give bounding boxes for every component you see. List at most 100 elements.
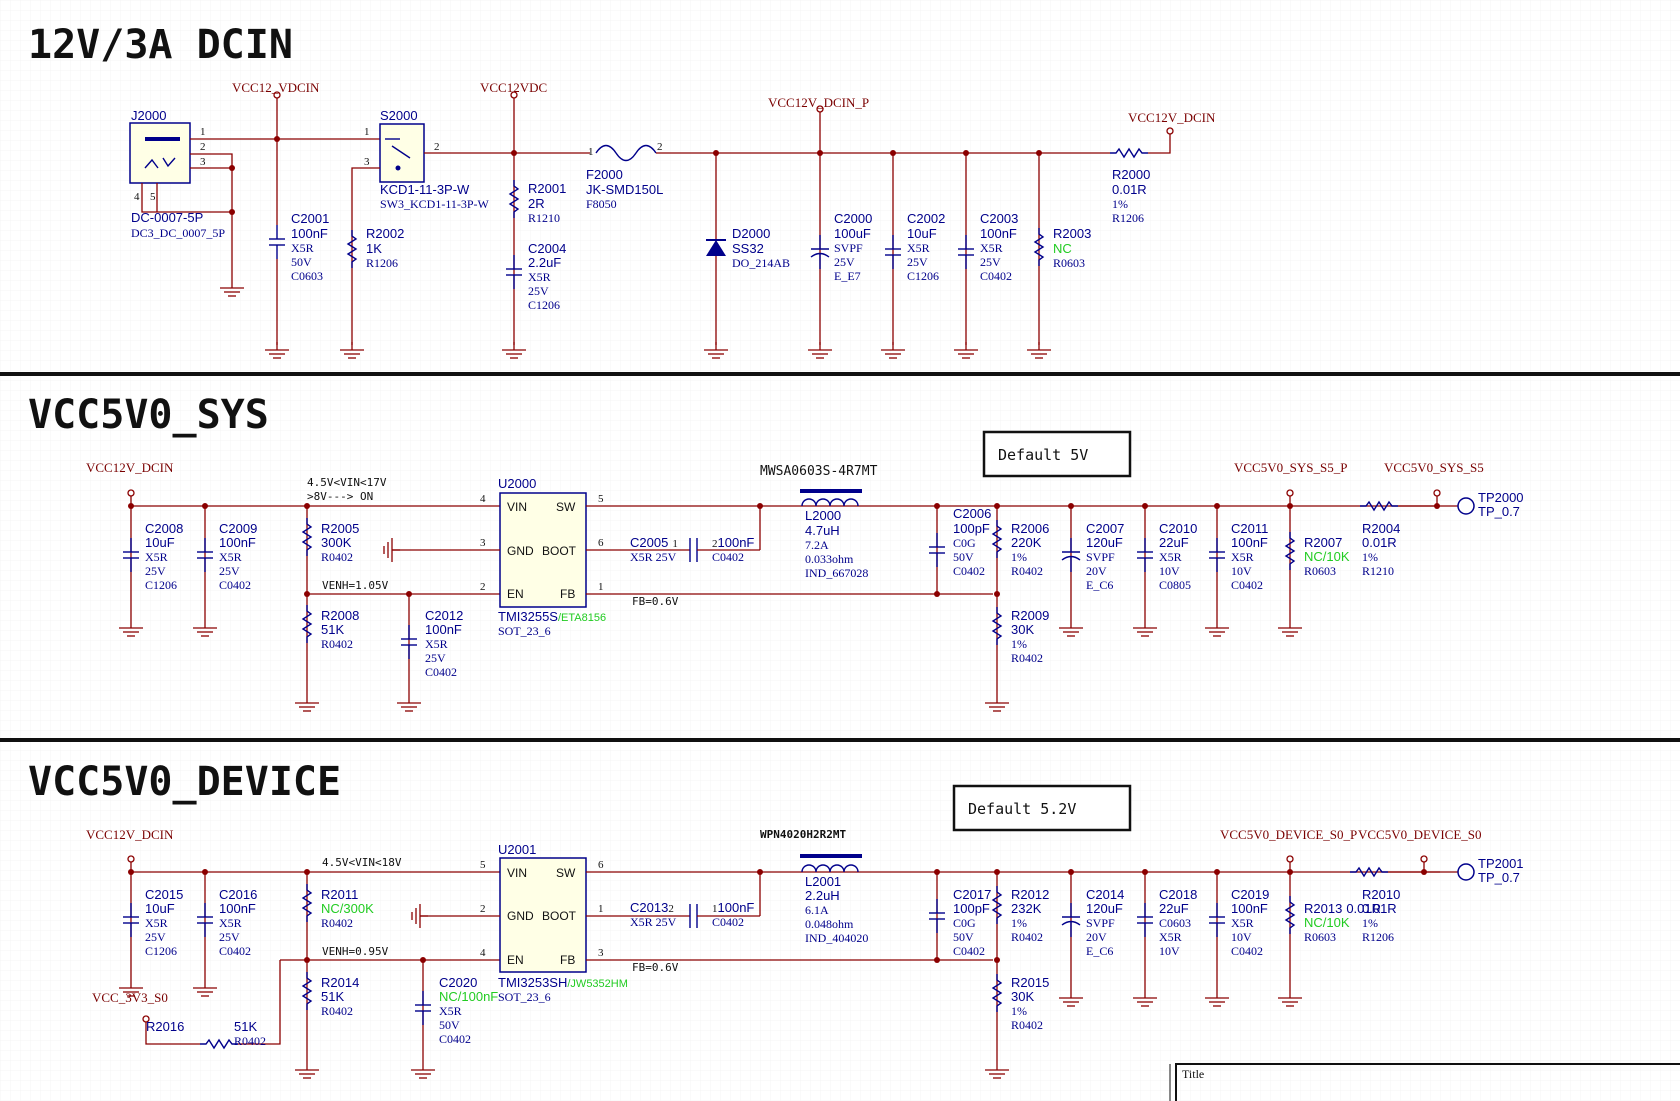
c2005-attr: C0402 [712, 550, 744, 564]
pin-label: 5 [150, 191, 156, 203]
u2000-pin-sw: SW [556, 500, 576, 514]
pin-label: 2 [434, 141, 440, 153]
wire [351, 167, 380, 345]
c2008-attr: 25V [145, 564, 166, 578]
c2013-attr: X5R 25V [630, 915, 677, 929]
junction-dot [817, 150, 823, 156]
c2004-value: 2.2uF [528, 255, 561, 270]
s2000-symbol [379, 123, 425, 183]
s2000-part: KCD1-11-3P-W [380, 182, 470, 197]
r2005-value: 300K [321, 535, 352, 550]
u2001-pin-boot: BOOT [542, 909, 577, 923]
r2003-value: NC [1053, 241, 1072, 256]
pin-label: 4 [480, 493, 486, 505]
wire [1148, 134, 1171, 154]
u2000-pin-gnd: GND [507, 544, 534, 558]
d2000-attr: DO_214AB [732, 256, 790, 270]
r2012-ref: R2012 [1011, 887, 1049, 902]
net-vcc12v-dcin-p: VCC12V_DCIN_P [768, 95, 869, 110]
r2003-ref: R2003 [1053, 226, 1091, 241]
net-vcc12v-dcin: VCC12V_DCIN [86, 460, 174, 475]
r2002-ref: R2002 [366, 226, 404, 241]
default-5v-box [982, 430, 1132, 478]
c2010-attr: X5R [1159, 550, 1182, 564]
c2003-ref: C2003 [980, 211, 1018, 226]
c2013-value: 1100nF [712, 900, 754, 915]
u2001-pin-gnd: GND [507, 909, 534, 923]
pin-label: 3 [200, 156, 206, 168]
c2015-attr: X5R [145, 916, 168, 930]
c2003-value: 100nF [980, 226, 1017, 241]
pin-label: 1 [588, 146, 594, 158]
c2000-attr: 25V [834, 255, 855, 269]
c2001-attr: 50V [291, 255, 312, 269]
c2012-value: 100nF [425, 622, 462, 637]
c2000-attr: SVPF [834, 241, 863, 255]
pin-label: 5 [480, 859, 486, 871]
r2010-attr: R1206 [1362, 930, 1394, 944]
d2000-ref: D2000 [732, 226, 770, 241]
r2008-ref: R2008 [321, 608, 359, 623]
c2019-attr: C0402 [1231, 944, 1263, 958]
tp2001-symbol [1457, 863, 1475, 881]
l2001-attr: 6.1A [805, 903, 829, 917]
c2009-attr: 25V [219, 564, 240, 578]
c2016-attr: C0402 [219, 944, 251, 958]
u2000-pin-en: EN [507, 587, 524, 601]
pin-label: 1 [712, 903, 718, 915]
c2006-ref: C2006 [953, 506, 991, 521]
c2019-ref: C2019 [1231, 887, 1269, 902]
c2015-value: 10uF [145, 901, 175, 916]
s2000-pivot [395, 165, 401, 171]
vcc5v0-sys-section: VCC12V_DCIN C2008 10uF X5R 25V C1206 C20… [86, 430, 1524, 712]
c2004-ref: C2004 [528, 241, 566, 256]
wire [238, 960, 281, 1045]
s2000-ref: S2000 [380, 108, 418, 123]
c2010-ref: C2010 [1159, 521, 1197, 536]
junction-dot [274, 136, 280, 142]
wire [145, 1032, 200, 1045]
vcc5v0-device-section: VCC12V_DCIN C2015 10uF X5R 25V C1206 C20… [86, 784, 1524, 1079]
note-fb: FB=0.6V [632, 961, 679, 974]
pin-label: 4 [134, 191, 140, 203]
r2013-value: 0.01R [1346, 901, 1381, 916]
pin-label: 6 [598, 859, 604, 871]
j2000-part: DC-0007-5P [131, 210, 203, 225]
r2005-attr: R0402 [321, 550, 353, 564]
r2014-value: 51K [321, 989, 344, 1004]
pin-label: 2 [200, 141, 206, 153]
c2020-attr: C0402 [439, 1032, 471, 1046]
u2000-pin-vin: VIN [507, 500, 527, 514]
c2005-attr: X5R 25V [630, 550, 677, 564]
r2016-ref: R2016 [146, 1019, 184, 1034]
r2002-value: 1K [366, 241, 382, 256]
s2000-footprint: SW3_KCD1-11-3P-W [380, 197, 490, 211]
r2010-ref: R2010 [1362, 887, 1400, 902]
c2010-attr: 10V [1159, 564, 1180, 578]
tp2000-symbol [1457, 497, 1475, 515]
c2011-attr: C0402 [1231, 578, 1263, 592]
d2000-symbol [706, 240, 726, 256]
l2000-ref: L2000 [805, 508, 841, 523]
r2006-ref: R2006 [1011, 521, 1049, 536]
s2000-lever [391, 145, 411, 159]
l2000-attr: 7.2A [805, 538, 829, 552]
l2001-attr: 0.048ohm [805, 917, 854, 931]
c2010-attr: C0805 [1159, 578, 1191, 592]
net-vcc-3v3-s0: VCC_3V3_S0 [92, 990, 168, 1005]
tp2000-value: TP_0.7 [1478, 504, 1520, 519]
net-vcc5v0-sys-s5-p: VCC5V0_SYS_S5_P [1234, 460, 1347, 475]
l2001-attr: IND_404020 [805, 931, 868, 945]
f2000-symbol [595, 144, 657, 162]
r2016-attr: R0402 [234, 1034, 266, 1048]
r2010-value: 0.01R [1362, 901, 1397, 916]
r2004-ref: R2004 [1362, 521, 1400, 536]
r2000-attr: R1206 [1112, 211, 1144, 225]
pin-label: 2 [657, 141, 663, 153]
wire [190, 153, 233, 280]
d2000-value: SS32 [732, 241, 764, 256]
c2005-value: 2100nF [712, 535, 754, 550]
